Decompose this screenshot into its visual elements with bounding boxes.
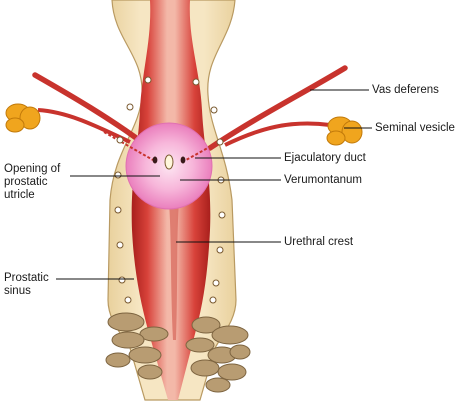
vas-deferens-right [207,65,348,151]
seminal-vesicle-right [326,116,363,146]
label-urethral-crest: Urethral crest [284,236,354,248]
ejaculatory-duct-left [103,131,154,161]
ejaculatory-opening-right [180,156,186,164]
seminal-duct-right [224,121,331,147]
glandular-lobules [105,312,251,393]
label-seminal-vesicle: Seminal vesicle [375,122,455,134]
seminal-vesicle-left [5,103,41,133]
utricle-opening [164,154,174,170]
label-vas-deferens: Vas deferens [372,84,439,96]
label-prostatic-sinus: Prostatic sinus [4,272,49,297]
urethral-crest [168,190,180,340]
label-opening-of-prostatic-utricle: Opening of prostatic utricle [4,163,61,201]
label-verumontanum: Verumontanum [284,174,362,186]
ejaculatory-duct-right [185,133,234,161]
leader-lines [56,89,372,280]
label-ejaculatory-duct: Ejaculatory duct [284,152,366,164]
ejaculatory-opening-left [152,156,158,164]
